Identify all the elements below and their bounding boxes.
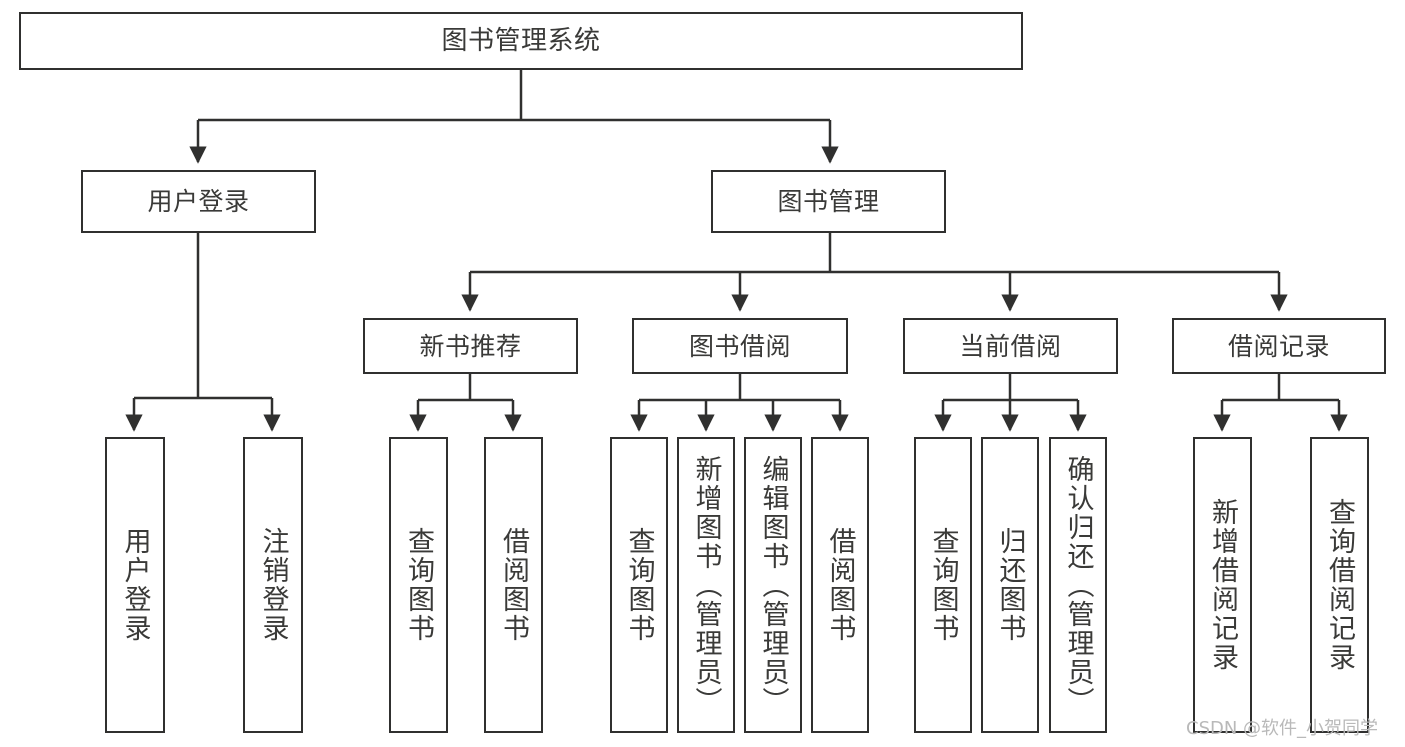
node-label: 查询借阅记录 bbox=[1324, 498, 1355, 672]
node-borrow-record[interactable]: 借阅记录 bbox=[1172, 318, 1386, 374]
node-label: 归还图书 bbox=[994, 527, 1026, 643]
leaf-new-book-borrow[interactable]: 借阅图书 bbox=[484, 437, 543, 733]
node-label: 注销登录 bbox=[257, 527, 289, 643]
node-root-system[interactable]: 图书管理系统 bbox=[19, 12, 1023, 70]
leaf-borrow-record-query[interactable]: 查询借阅记录 bbox=[1310, 437, 1369, 733]
leaf-book-borrow-add[interactable]: 新增图书（管理员） bbox=[677, 437, 735, 733]
leaf-current-borrow-return[interactable]: 归还图书 bbox=[981, 437, 1039, 733]
node-label: 新书推荐 bbox=[419, 331, 522, 361]
leaf-current-borrow-query[interactable]: 查询图书 bbox=[914, 437, 972, 733]
node-label: 借阅图书 bbox=[824, 527, 856, 643]
node-current-borrow[interactable]: 当前借阅 bbox=[903, 318, 1118, 374]
node-label: 新增图书（管理员） bbox=[690, 454, 722, 716]
leaf-book-borrow-borrow[interactable]: 借阅图书 bbox=[811, 437, 869, 733]
node-label: 用户登录 bbox=[147, 187, 250, 216]
leaf-borrow-record-add[interactable]: 新增借阅记录 bbox=[1193, 437, 1252, 733]
leaf-user-login-logout[interactable]: 注销登录 bbox=[243, 437, 303, 733]
leaf-new-book-query[interactable]: 查询图书 bbox=[389, 437, 448, 733]
node-label: 图书管理 bbox=[777, 187, 880, 216]
node-book-borrow[interactable]: 图书借阅 bbox=[632, 318, 848, 374]
node-book-management[interactable]: 图书管理 bbox=[711, 170, 946, 233]
node-label: 查询图书 bbox=[927, 527, 959, 643]
node-label: 用户登录 bbox=[119, 527, 151, 643]
node-label: 确认归还（管理员） bbox=[1062, 454, 1094, 716]
node-label: 借阅记录 bbox=[1227, 331, 1330, 361]
leaf-book-borrow-edit[interactable]: 编辑图书（管理员） bbox=[744, 437, 802, 733]
node-label: 新增借阅记录 bbox=[1207, 498, 1238, 672]
node-user-login[interactable]: 用户登录 bbox=[81, 170, 316, 233]
leaf-user-login-login[interactable]: 用户登录 bbox=[105, 437, 165, 733]
node-label: 借阅图书 bbox=[498, 527, 529, 643]
node-label: 查询图书 bbox=[623, 527, 655, 643]
leaf-book-borrow-query[interactable]: 查询图书 bbox=[610, 437, 668, 733]
node-label: 图书管理系统 bbox=[441, 25, 601, 56]
node-label: 图书借阅 bbox=[688, 331, 791, 361]
node-label: 当前借阅 bbox=[959, 331, 1062, 361]
node-label: 查询图书 bbox=[403, 527, 434, 643]
node-new-book-recommend[interactable]: 新书推荐 bbox=[363, 318, 578, 374]
node-label: 编辑图书（管理员） bbox=[757, 454, 789, 716]
watermark: CSDN @软件_小贺同学 bbox=[1186, 718, 1379, 739]
leaf-current-borrow-confirm-return[interactable]: 确认归还（管理员） bbox=[1049, 437, 1107, 733]
